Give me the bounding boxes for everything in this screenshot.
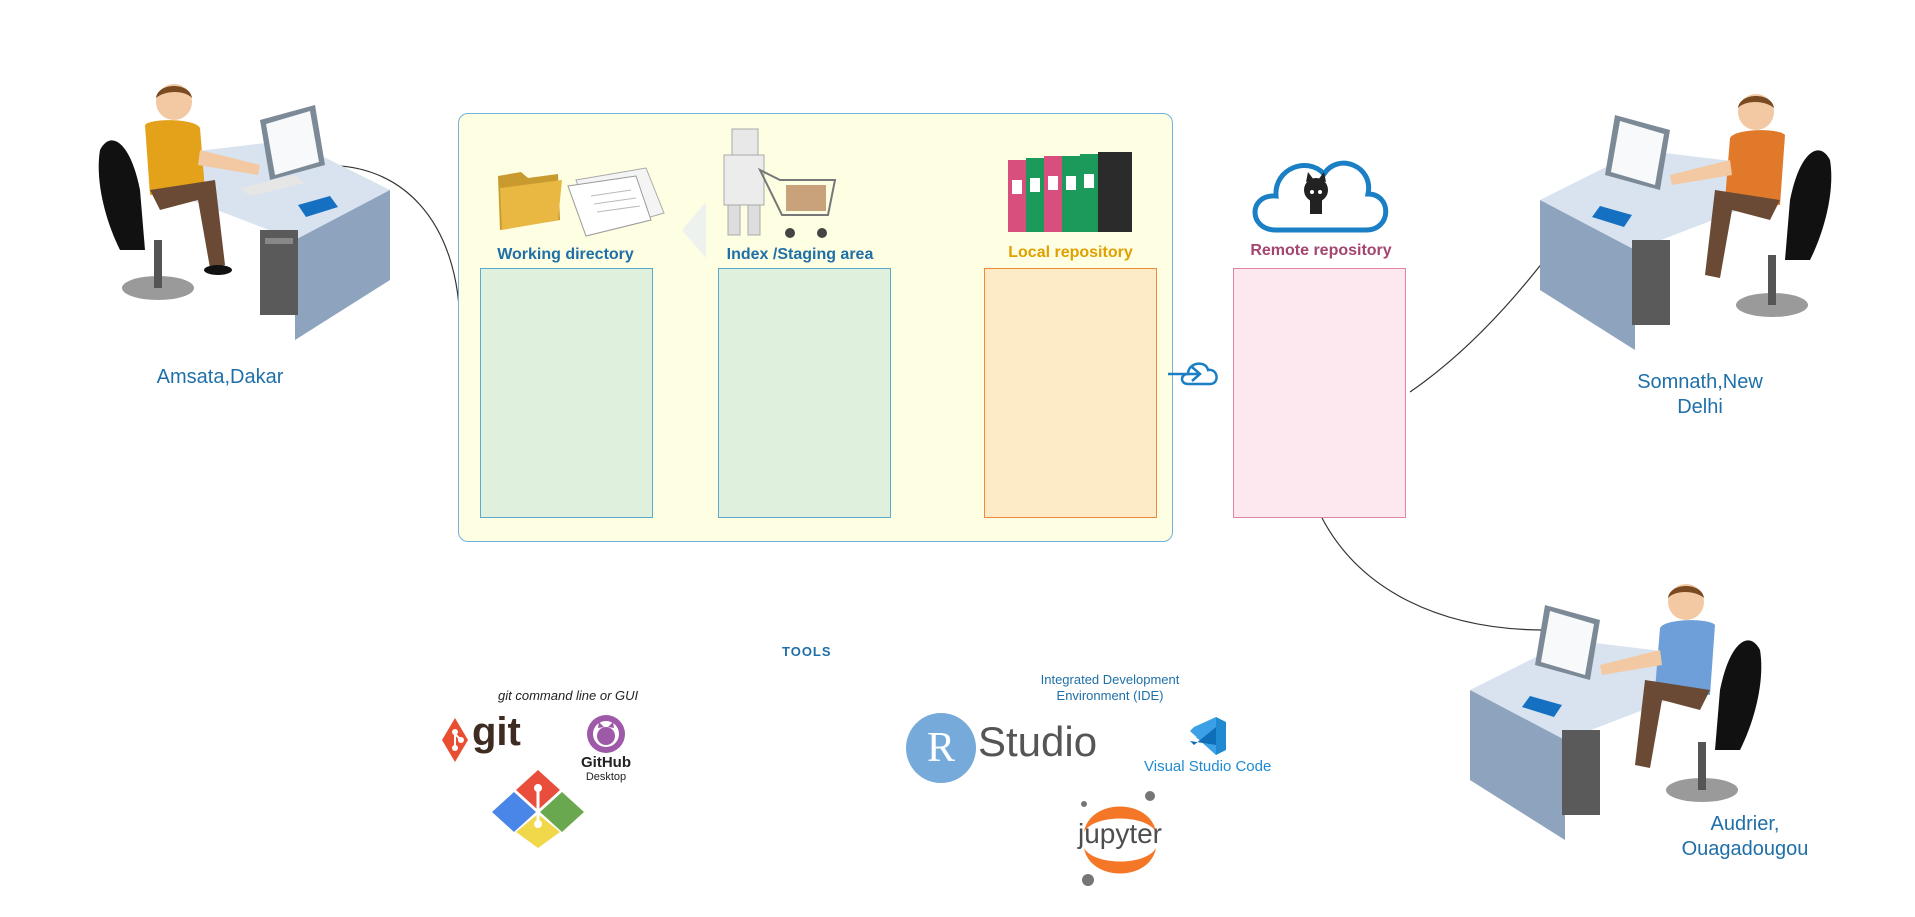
person-audrier bbox=[1460, 580, 1770, 845]
working-directory-label: Working directory bbox=[497, 246, 634, 263]
rstudio-logo-icon: R bbox=[906, 713, 976, 783]
caption-somnath-line2: Delhi bbox=[1677, 396, 1723, 418]
github-desktop-icon bbox=[580, 714, 632, 754]
github-desktop-title: GitHub bbox=[581, 754, 631, 771]
vscode-label: Visual Studio Code bbox=[1144, 758, 1272, 775]
caption-somnath: Somnath,New Delhi bbox=[1620, 370, 1780, 420]
caption-audrier: Audrier, Ouagadougou bbox=[1660, 812, 1830, 862]
tools-title: TOOLS bbox=[782, 644, 832, 659]
arrow-left-faint-icon bbox=[680, 200, 708, 260]
local-repository-label: Local repository bbox=[1008, 244, 1133, 261]
ide-caption: Integrated Development Environment (IDE) bbox=[1000, 672, 1220, 704]
git-gui-icon bbox=[488, 768, 588, 850]
person-at-desk-icon bbox=[1540, 94, 1832, 350]
cloud-upload-arrow-icon bbox=[1166, 352, 1222, 392]
remote-repository-label: Remote repository bbox=[1250, 242, 1392, 259]
rstudio-logo-text: Studio bbox=[978, 718, 1098, 765]
caption-somnath-line1: Somnath,New bbox=[1637, 371, 1763, 393]
local-repository-box bbox=[984, 268, 1157, 518]
person-amsata bbox=[90, 80, 400, 345]
jupyter-label: jupyter bbox=[1077, 818, 1163, 849]
folder-documents-icon bbox=[496, 158, 666, 238]
caption-amsata: Amsata,Dakar bbox=[156, 366, 284, 388]
shopping-cart-robot-icon bbox=[710, 125, 860, 245]
binders-icon bbox=[1004, 150, 1136, 235]
caption-audrier-line2: Ouagadougou bbox=[1681, 838, 1809, 860]
github-cloud-icon bbox=[1246, 148, 1391, 236]
vscode-logo-icon bbox=[1186, 715, 1228, 757]
caption-audrier-line1: Audrier, bbox=[1710, 813, 1780, 835]
jupyter-logo-icon bbox=[1070, 788, 1170, 888]
staging-area-box bbox=[718, 268, 891, 518]
ide-caption-line2: Environment (IDE) bbox=[1056, 688, 1164, 703]
person-somnath bbox=[1530, 90, 1840, 355]
remote-repository-box bbox=[1233, 268, 1406, 518]
staging-area-label: Index /Staging area bbox=[726, 246, 874, 263]
github-desktop-subtitle: Desktop bbox=[585, 771, 627, 783]
git-caption: git command line or GUI bbox=[498, 688, 639, 703]
ide-caption-line1: Integrated Development bbox=[1040, 672, 1180, 687]
person-at-desk-icon bbox=[1470, 584, 1762, 840]
git-logo-text: git bbox=[472, 710, 521, 754]
git-logo-icon bbox=[440, 716, 470, 764]
person-at-desk-icon bbox=[98, 84, 390, 340]
working-directory-box bbox=[480, 268, 653, 518]
